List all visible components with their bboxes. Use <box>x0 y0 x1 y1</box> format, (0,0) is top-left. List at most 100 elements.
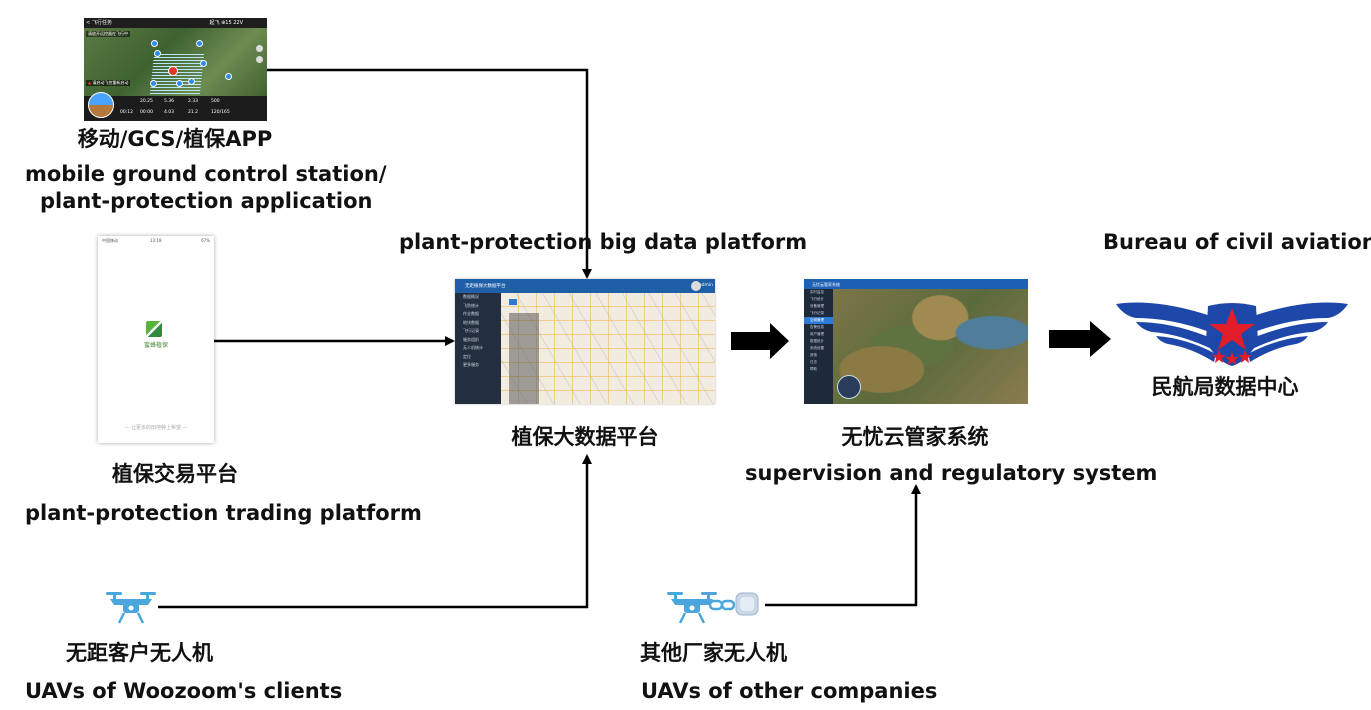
big-arrow-icon <box>1049 321 1111 357</box>
gcs-label-en-line2: plant-protection application <box>40 189 373 213</box>
hud-value: 4.03 <box>164 110 175 115</box>
hud-value: 21.2 <box>188 110 199 115</box>
trading-app-screenshot: 中国移动 13:18 67% 蜜蜂植保 — 让更多的田地种上希望 — <box>98 236 214 443</box>
avatar[interactable] <box>691 281 701 291</box>
tracker-icon <box>735 592 759 616</box>
gcs-title: 飞行任务 <box>92 20 113 26</box>
drone-icon <box>667 592 717 624</box>
sidebar-item[interactable]: 用户管理 <box>810 332 824 336</box>
sidebar-item[interactable]: 无人机统计 <box>463 345 483 350</box>
waypoint-icon <box>188 78 195 85</box>
carrier-text: 中国移动 <box>102 238 118 243</box>
waypoint-icon <box>200 60 207 67</box>
uav-clients-label-en: UAVs of Woozoom's clients <box>25 679 343 703</box>
sidebar-item[interactable]: 告警信息 <box>810 325 824 329</box>
uav-others-label-cn: 其他厂家无人机 <box>640 641 787 665</box>
sidebar-item[interactable]: 数据统计 <box>810 339 824 343</box>
connector-others-to-supervision <box>765 484 921 607</box>
sidebar-item[interactable]: 飞行记录 <box>463 328 479 333</box>
bigdata-title: 无距植保大数据平台 <box>465 284 506 289</box>
map-tool-icon[interactable] <box>256 56 263 63</box>
gcs-topbar: < 飞行任务 起飞 ⊕15 22V <box>84 18 267 28</box>
supervision-title: 无忧云管家系统 <box>812 282 840 287</box>
supervision-label-en: supervision and regulatory system <box>745 461 1158 485</box>
gcs-alert: ▲ 请启动飞控重新启动 <box>86 80 131 86</box>
sidebar-item[interactable]: 系统设置 <box>810 346 824 350</box>
connector-gcs-to-bigdata <box>267 68 592 279</box>
clock-text: 13:18 <box>150 238 162 243</box>
trading-app-name: 蜜蜂植保 <box>143 342 168 349</box>
satellite-map[interactable] <box>833 289 1028 404</box>
hud-value: 20.25 <box>140 99 153 104</box>
bigdata-screenshot: 无距植保大数据平台 admin 数据概况 飞防统计 作业数据 地块数据 飞行记录… <box>455 279 715 404</box>
trading-slogan: — 让更多的田地种上希望 — <box>124 425 188 431</box>
sidebar-item[interactable]: 其他 <box>810 353 817 357</box>
sidebar-item[interactable]: 飞防统计 <box>463 302 479 308</box>
star-icon <box>1225 352 1239 365</box>
trading-logo-icon <box>146 321 162 337</box>
waypoint-icon <box>150 80 157 87</box>
hud-value: 2.33 <box>188 99 199 104</box>
home-point-icon <box>168 66 178 76</box>
supervision-sidebar: 实时监控 飞行统计 设备管理 飞行记录 空域管理 告警信息 用户管理 数据统计 … <box>804 289 833 404</box>
waypoint-icon <box>154 50 161 57</box>
gcs-alert-text: 请启动飞控重新启动 <box>92 80 129 85</box>
caac-label-en: Bureau of civil aviation <box>1103 230 1371 254</box>
compass-icon <box>837 375 861 399</box>
uav-others-label-en: UAVs of other companies <box>641 679 938 703</box>
sidebar-item-active[interactable]: 空域管理 <box>804 317 833 324</box>
star-icon <box>1212 350 1226 363</box>
map-tool-icon[interactable] <box>256 45 263 52</box>
gcs-status: 起飞 ⊕15 22V <box>209 20 243 26</box>
battery-text: 67% <box>201 238 210 243</box>
hud-value: 5.36 <box>164 99 175 104</box>
sidebar-item[interactable]: 帮助 <box>810 367 817 371</box>
bigdata-user: admin <box>698 283 713 288</box>
uav-clients-label-cn: 无距客户无人机 <box>66 641 213 665</box>
bigdata-label-cn: 植保大数据平台 <box>511 425 659 449</box>
map-overlay-panel <box>509 313 539 404</box>
gcs-label-cn: 移动/GCS/植保APP <box>77 127 273 151</box>
waypoint-icon <box>225 73 232 80</box>
link-icon <box>709 599 735 611</box>
supervision-label-cn: 无忧云管家系统 <box>841 425 989 449</box>
sidebar-item[interactable]: 飞行记录 <box>810 311 824 315</box>
bigdata-sidebar: 数据概况 飞防统计 作业数据 地块数据 飞行记录 服务组织 无人机统计 定位 更… <box>455 293 501 404</box>
caac-logo-icon <box>1116 302 1348 366</box>
map-layer-icon[interactable] <box>509 299 517 305</box>
hud-value: 500 <box>211 99 220 104</box>
bigdata-label-en: plant-protection big data platform <box>399 230 808 254</box>
hud-value: 120/165 <box>211 110 230 115</box>
sidebar-item[interactable]: 作业数据 <box>463 311 479 316</box>
bigdata-header: 无距植保大数据平台 admin <box>455 279 715 293</box>
sidebar-item[interactable]: 数据概况 <box>463 294 479 299</box>
supervision-screenshot: 无忧云管家系统 实时监控 飞行统计 设备管理 飞行记录 空域管理 告警信息 用户… <box>804 279 1028 404</box>
sidebar-item[interactable]: 日志 <box>810 360 817 364</box>
sidebar-item[interactable]: 设备管理 <box>810 304 824 308</box>
gcs-notice: 请放开远控器在飞行中 <box>86 31 130 37</box>
sidebar-item[interactable]: 实时监控 <box>810 290 824 294</box>
attitude-indicator-icon <box>88 92 114 118</box>
trading-label-en: plant-protection trading platform <box>25 501 422 525</box>
star-icon <box>1238 350 1252 363</box>
star-icon <box>1209 308 1255 350</box>
waypoint-icon <box>196 40 203 47</box>
supervision-header: 无忧云管家系统 <box>804 279 1028 289</box>
drone-icon <box>106 592 156 624</box>
back-icon[interactable]: < <box>86 20 91 26</box>
sidebar-item[interactable]: 更多服务 <box>463 362 479 367</box>
waypoint-icon <box>176 80 183 87</box>
sidebar-item[interactable]: 定位 <box>463 353 471 359</box>
connector-clients-to-bigdata <box>158 454 592 609</box>
trading-label-cn: 植保交易平台 <box>112 462 238 486</box>
sidebar-item[interactable]: 飞行统计 <box>810 297 824 301</box>
gcs-label-en-line1: mobile ground control station/ <box>25 162 387 186</box>
gcs-hud: 20.25 5.36 2.33 500 00:12 00:00 4.03 21.… <box>84 96 267 121</box>
caac-label-cn: 民航局数据中心 <box>1151 375 1299 399</box>
sidebar-item[interactable]: 地块数据 <box>463 319 479 325</box>
sidebar-item[interactable]: 服务组织 <box>463 336 479 342</box>
waypoint-icon <box>151 40 158 47</box>
big-arrow-icon <box>731 323 789 359</box>
gcs-app-screenshot: < 飞行任务 起飞 ⊕15 22V 请放开远控器在飞行中 ▲ 请启动飞控重新启动… <box>84 18 267 121</box>
